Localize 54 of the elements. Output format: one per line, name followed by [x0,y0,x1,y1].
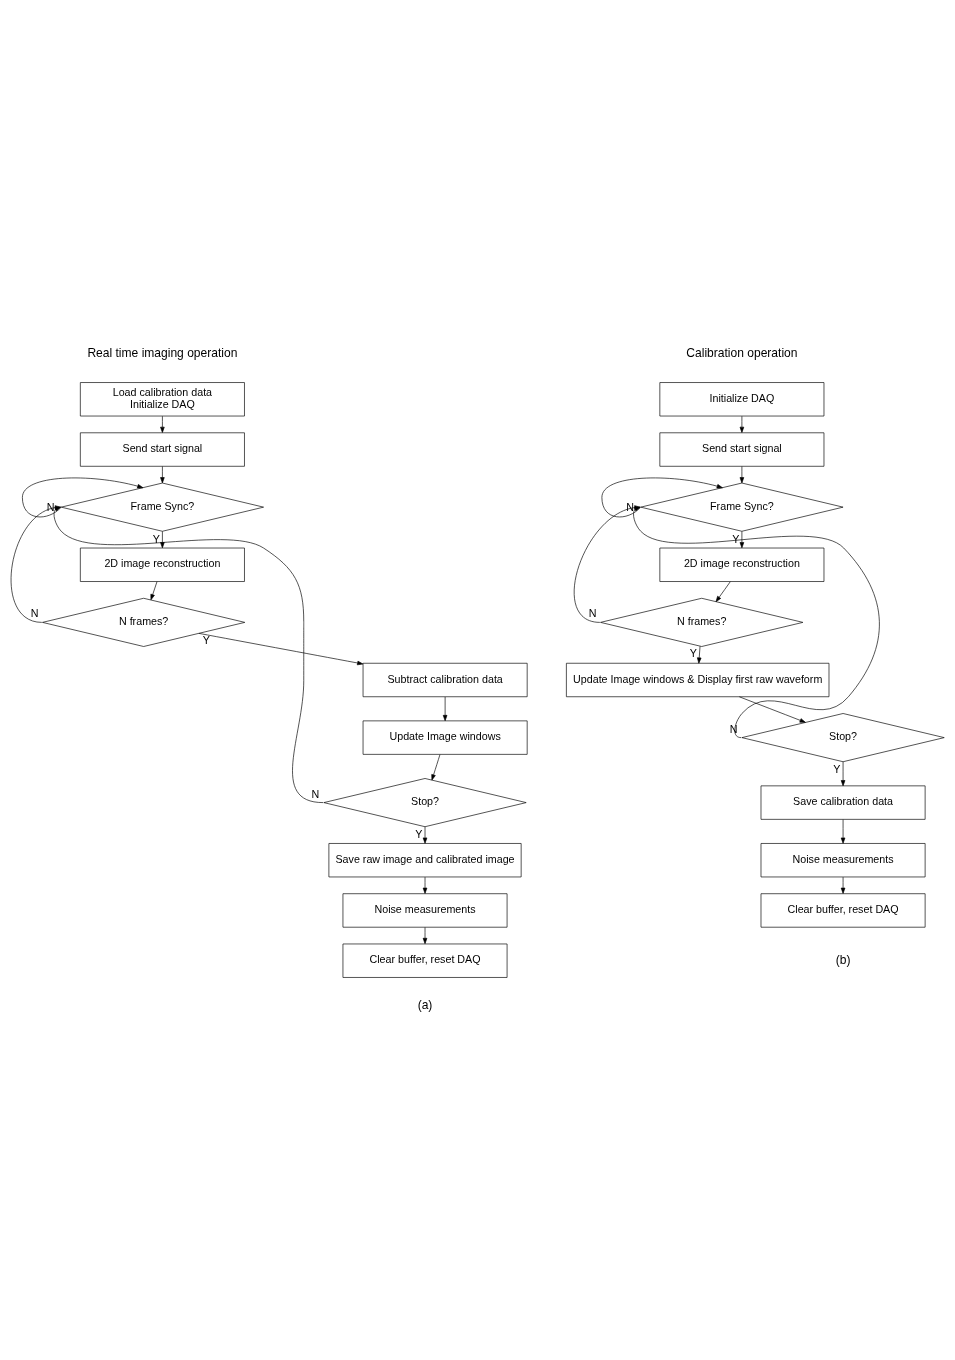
edge-label: N [626,501,634,514]
node-diamond: Stop? [323,778,527,828]
node-box: 2D image reconstruction [659,547,825,582]
node-box: Clear buffer, reset DAQ [760,893,926,928]
arrow [739,466,745,484]
arrow [697,645,702,664]
arrow [160,466,165,484]
node-box: Save calibration data [760,785,926,820]
arrow [160,415,165,433]
label: Real time imaging operation [87,345,238,360]
node-box: 2D image reconstruction [80,547,245,582]
arrow [422,876,428,894]
edge-label: N [729,722,738,735]
arrow [840,876,846,894]
node-box: Send start signal [659,432,825,467]
node-box: Noise measurements [342,893,508,928]
edge-label: Y [833,763,841,776]
node-box: Initialize DAQ [659,382,825,417]
node-box: Subtract calibration data [362,662,528,698]
arrow [442,696,448,722]
edge-label: N [30,606,39,619]
node-box: Clear buffer, reset DAQ [342,943,508,978]
arrow [601,477,723,518]
node-box: Update Image windows & Display first raw waveform [566,662,830,698]
edge-label: Y [152,532,160,545]
label: (a) [417,998,433,1013]
arrow [160,531,165,549]
label: (b) [835,952,851,967]
edge-label: Y [732,532,740,545]
arrow [431,754,441,781]
node-box: Save raw image and calibrated image [328,843,522,878]
arrow [422,826,428,844]
edge-label: Y [202,633,211,646]
arrow [739,531,745,549]
edge-label: N [46,501,55,514]
arrow [198,633,364,666]
arrow [150,581,158,601]
node-box: Noise measurements [760,843,926,878]
arrow [840,819,846,844]
node-box: Update Image windows [362,720,528,755]
edge-label: Y [415,828,423,841]
label: Calibration operation [686,345,798,360]
arrow [739,696,806,723]
edge-label: Y [689,647,697,660]
node-diamond: Stop? [741,713,945,763]
arrow [22,477,144,518]
arrow [715,581,731,602]
node-box: Send start signal [80,432,245,467]
arrow [739,415,745,433]
arrow [422,927,428,944]
node-box: Load calibration data Initialize DAQ [80,382,245,417]
edge-label: N [588,606,597,619]
arrow [840,761,846,787]
edge-label: N [311,787,320,800]
